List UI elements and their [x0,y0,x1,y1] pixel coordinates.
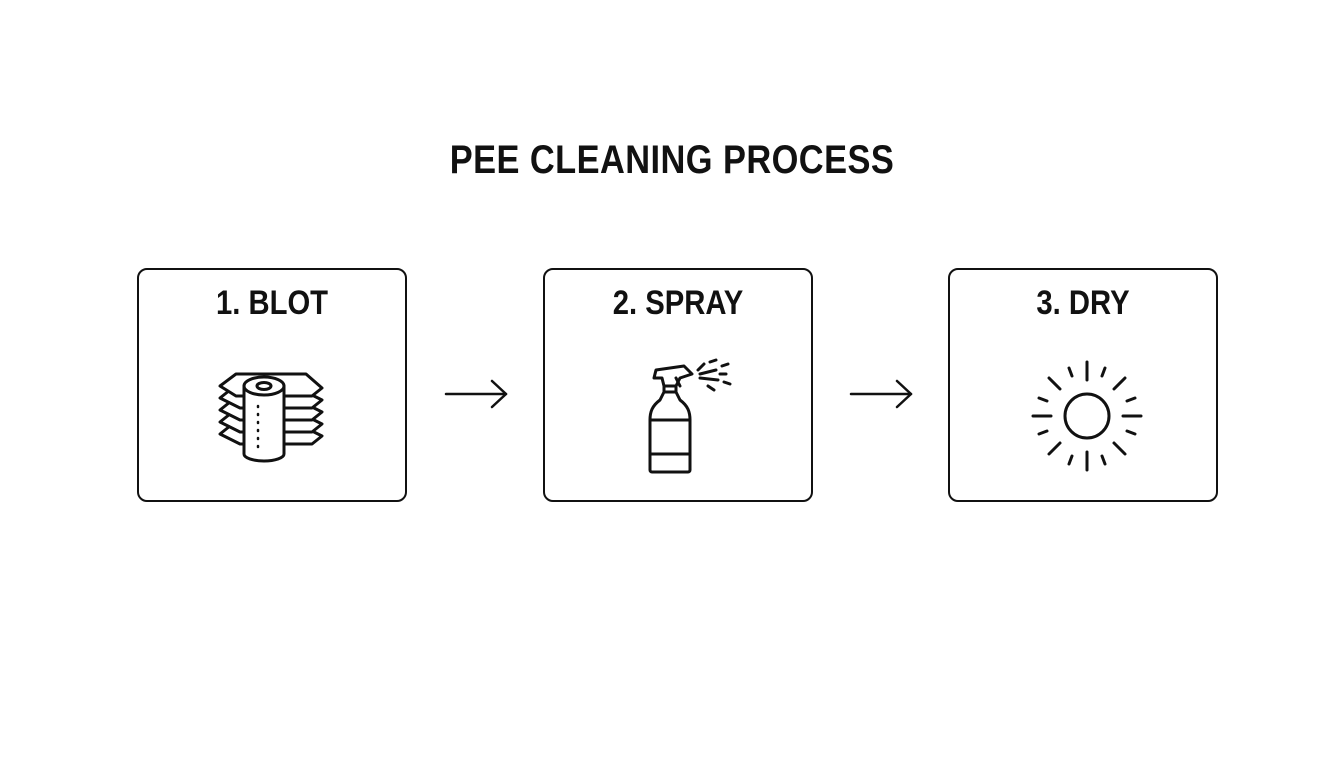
step-card-blot: 1. BLOT [137,268,407,502]
arrow-right-icon [444,379,508,409]
step-label-dry: 3. DRY [1036,284,1130,322]
diagram-title: PEE CLEANING PROCESS [449,138,895,182]
arrow-right-icon [849,379,913,409]
paper-towel-stack-icon [218,372,324,463]
step-card-dry: 3. DRY [948,268,1218,502]
step-card-spray: 2. SPRAY [543,268,813,502]
spray-bottle-icon [648,358,732,474]
step-label-blot: 1. BLOT [215,284,329,322]
sun-icon [1031,360,1143,472]
step-label-spray: 2. SPRAY [612,284,744,322]
